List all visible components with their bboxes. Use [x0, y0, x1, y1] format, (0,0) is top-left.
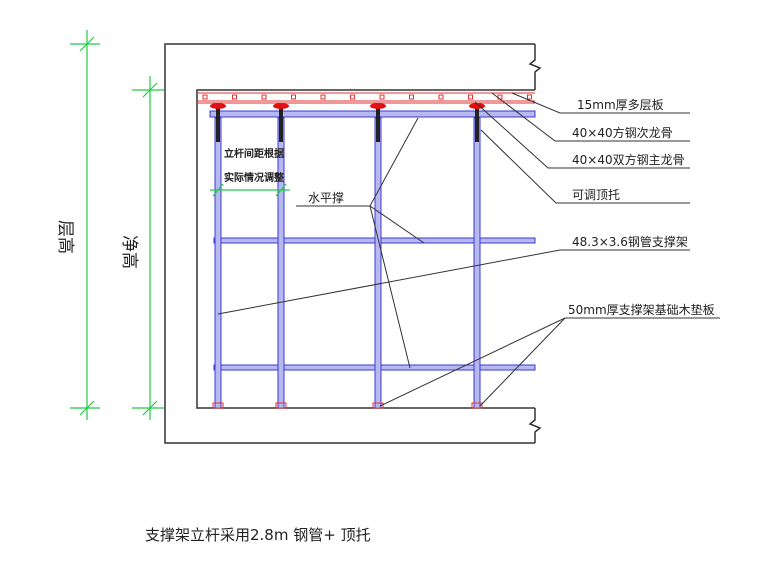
adjustable-screw — [376, 108, 380, 142]
spacing-note-1: 立杆间距根据 — [224, 147, 284, 160]
spacing-note-2: 实际情况调整 — [224, 171, 284, 184]
adjustable-screw — [475, 108, 479, 142]
label-steel-pipe: 48.3×3.6钢管支撑架 — [572, 234, 688, 249]
base-board — [372, 402, 384, 409]
secondary-joist — [261, 94, 267, 100]
concrete-outline — [164, 43, 542, 444]
secondary-joist — [350, 94, 355, 100]
adjustable-head — [210, 103, 226, 109]
steel-pipe-post — [214, 117, 222, 409]
label-horizontal-brace: 水平撑 — [308, 190, 344, 205]
steel-pipe-post — [277, 117, 285, 409]
caption: 支撑架立杆采用2.8m 钢管+ 顶托 — [145, 526, 371, 544]
label-main-joist: 40×40双方钢主龙骨 — [572, 152, 685, 167]
secondary-joist — [409, 94, 414, 100]
secondary-joist — [379, 94, 385, 100]
plywood-formwork — [198, 92, 535, 104]
base-board — [471, 402, 483, 409]
label-plywood: 15mm厚多层板 — [577, 98, 664, 112]
secondary-joist — [527, 94, 532, 100]
secondary-joist — [202, 94, 208, 100]
secondary-joist — [468, 94, 473, 100]
floor-height-label: 层高 — [55, 220, 75, 254]
secondary-joist — [232, 94, 237, 100]
steel-pipe-post — [374, 117, 382, 409]
adjustable-head — [273, 103, 289, 109]
main-joist — [209, 110, 536, 118]
adjustable-head — [370, 103, 386, 109]
steel-pipe-posts — [210, 103, 485, 409]
adjustable-screw — [279, 108, 283, 142]
secondary-joist — [320, 94, 326, 100]
clear-height-label: 净高 — [119, 235, 139, 269]
steel-pipe-post — [473, 117, 481, 409]
label-secondary-joist: 40×40方钢次龙骨 — [572, 125, 673, 140]
secondary-joist — [291, 94, 296, 100]
dimension-lines — [70, 30, 290, 420]
label-base-board: 50mm厚支撑架基础木垫板 — [568, 302, 715, 317]
label-adjustable-head: 可调顶托 — [572, 188, 620, 202]
leader-lines — [217, 92, 720, 407]
base-board — [275, 402, 287, 409]
adjustable-screw — [216, 108, 220, 142]
secondary-joist — [438, 94, 444, 100]
base-board — [212, 402, 224, 409]
